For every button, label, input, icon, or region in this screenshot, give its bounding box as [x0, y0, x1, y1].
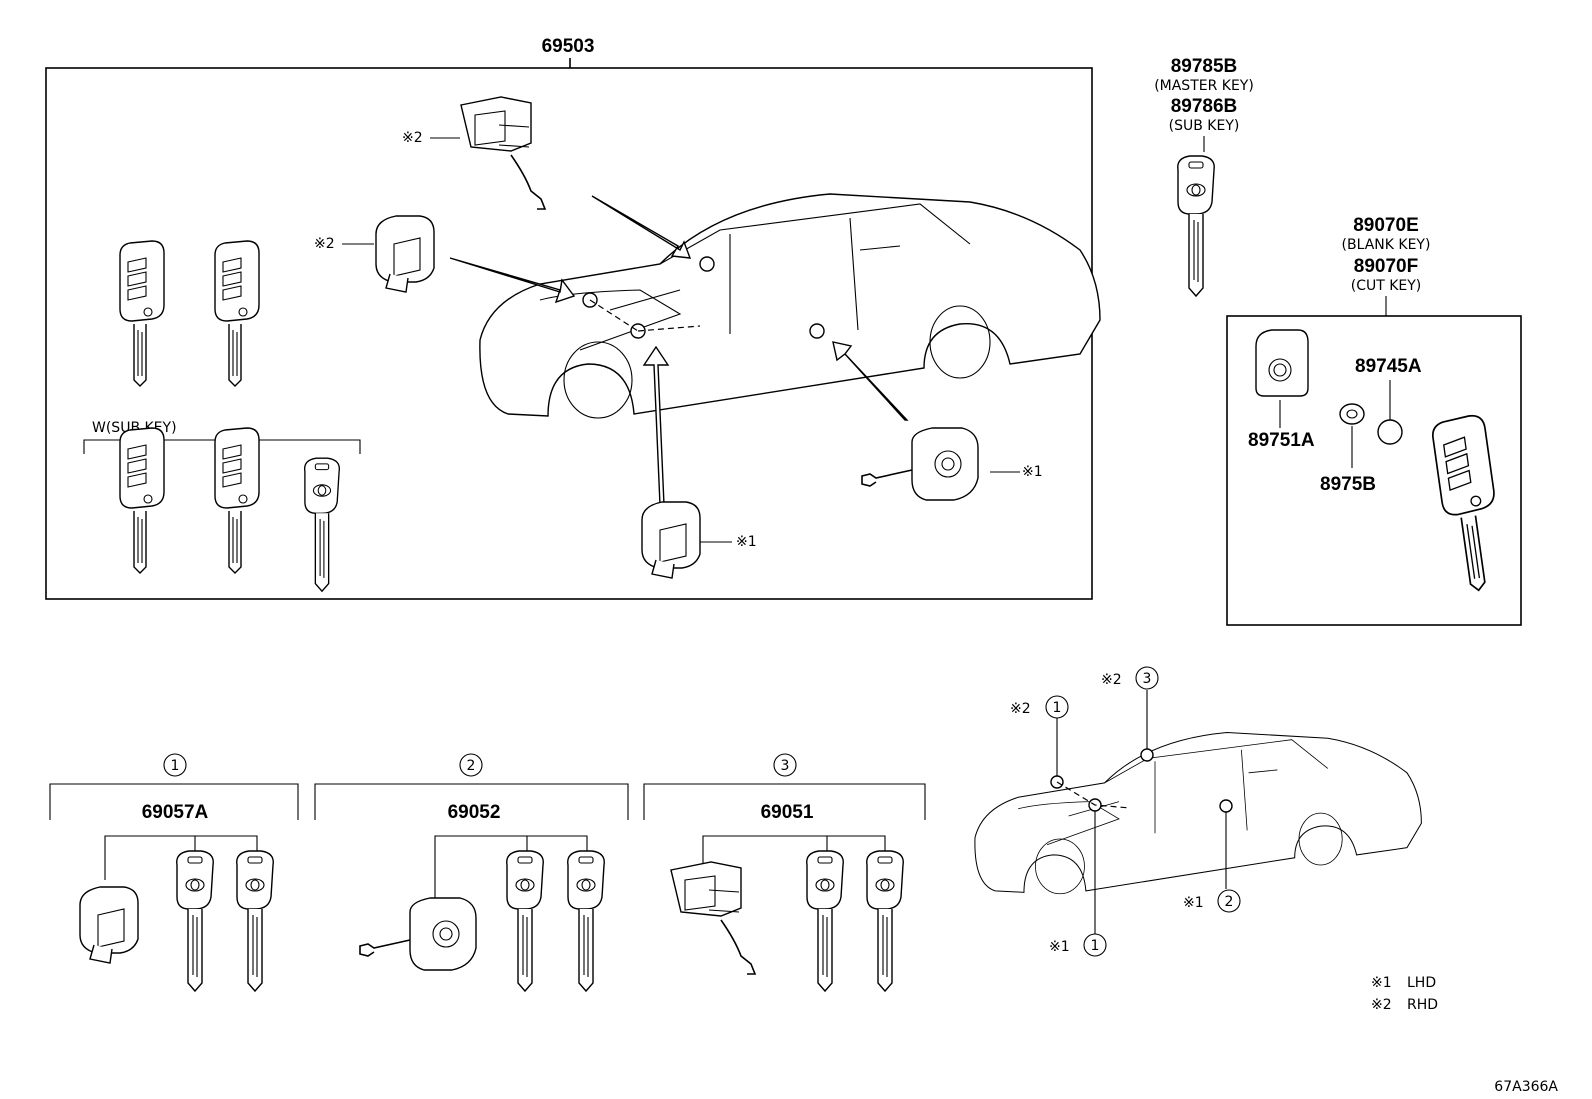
- lhd-mark-right: ※1: [1022, 464, 1043, 480]
- diagram-code: 67A366A: [1494, 1079, 1558, 1095]
- key-cover-part: [1255, 329, 1309, 397]
- callout-1b-num: 1: [1091, 938, 1100, 954]
- remote-key-3: [119, 427, 165, 574]
- key-cap: [1339, 403, 1365, 425]
- sub-transponder-key: [303, 457, 341, 592]
- set-1-part-number: 69057A: [142, 802, 209, 823]
- set-2-group: 2 69052: [314, 753, 629, 992]
- location-markers: [582, 256, 825, 339]
- callout-3-num: 3: [1143, 671, 1152, 687]
- vehicle-illustration: [479, 193, 1101, 419]
- assembly-part-number: 69503: [542, 36, 595, 57]
- master-transponder-key: [1177, 155, 1215, 297]
- blank-key-frame: [1226, 315, 1522, 626]
- pointer-arrows: [449, 195, 909, 506]
- set-1-group: 1 69057A: [49, 753, 299, 992]
- set-2-part-number: 69052: [448, 802, 501, 823]
- legend-2-text: RHD: [1407, 997, 1438, 1013]
- blank-key-desc: (BLANK KEY): [1342, 237, 1431, 253]
- blank-flip-key: [1429, 413, 1509, 595]
- set-2-circle: 2: [467, 758, 476, 774]
- callout-3-mark: ※2: [1101, 672, 1122, 688]
- set-3-circle: 3: [781, 758, 790, 774]
- legend-1-mark: ※1: [1371, 975, 1392, 991]
- remote-key-4: [214, 427, 260, 574]
- lhd-mark-lower: ※1: [736, 534, 757, 550]
- remote-key-2: [214, 240, 260, 387]
- master-key-desc: (MASTER KEY): [1154, 78, 1254, 94]
- master-key-part-number: 89785B: [1171, 56, 1238, 77]
- rhd-mark-upper: ※2: [402, 130, 423, 146]
- remote-key-1: [119, 240, 165, 387]
- lhd-door-cylinder: [861, 427, 979, 501]
- callout-1a-mark: ※2: [1010, 701, 1031, 717]
- rhd-door-cylinder: [375, 215, 435, 293]
- callout-2-mark: ※1: [1183, 895, 1204, 911]
- legend-2-mark: ※2: [1371, 997, 1392, 1013]
- blank-key-part-number: 89070E: [1353, 215, 1419, 236]
- callout-1a-num: 1: [1053, 700, 1062, 716]
- cut-key-desc: (CUT KEY): [1351, 278, 1422, 294]
- callout-1b-mark: ※1: [1049, 939, 1070, 955]
- locator-vehicle: [974, 731, 1422, 895]
- cut-key-part-number: 89070F: [1354, 256, 1418, 277]
- battery-part-number: 89745A: [1355, 356, 1422, 377]
- locator-markers: [1050, 690, 1233, 934]
- sub-key-part-number: 89786B: [1171, 96, 1238, 117]
- key-battery: [1377, 419, 1403, 445]
- key-cap-part-number: 8975B: [1320, 474, 1376, 495]
- callout-2-num: 2: [1225, 894, 1234, 910]
- rhd-mark-lower: ※2: [314, 236, 335, 252]
- set-3-part-number: 69051: [761, 802, 814, 823]
- key-cover-part-number: 89751A: [1248, 430, 1315, 451]
- rhd-ignition-switch: [460, 96, 546, 210]
- legend-1-text: LHD: [1407, 975, 1436, 991]
- sub-key-desc: (SUB KEY): [1169, 118, 1240, 134]
- lhd-ignition-cylinder: [641, 501, 701, 579]
- set-3-group: 3 69051: [643, 753, 926, 992]
- set-1-circle: 1: [171, 758, 180, 774]
